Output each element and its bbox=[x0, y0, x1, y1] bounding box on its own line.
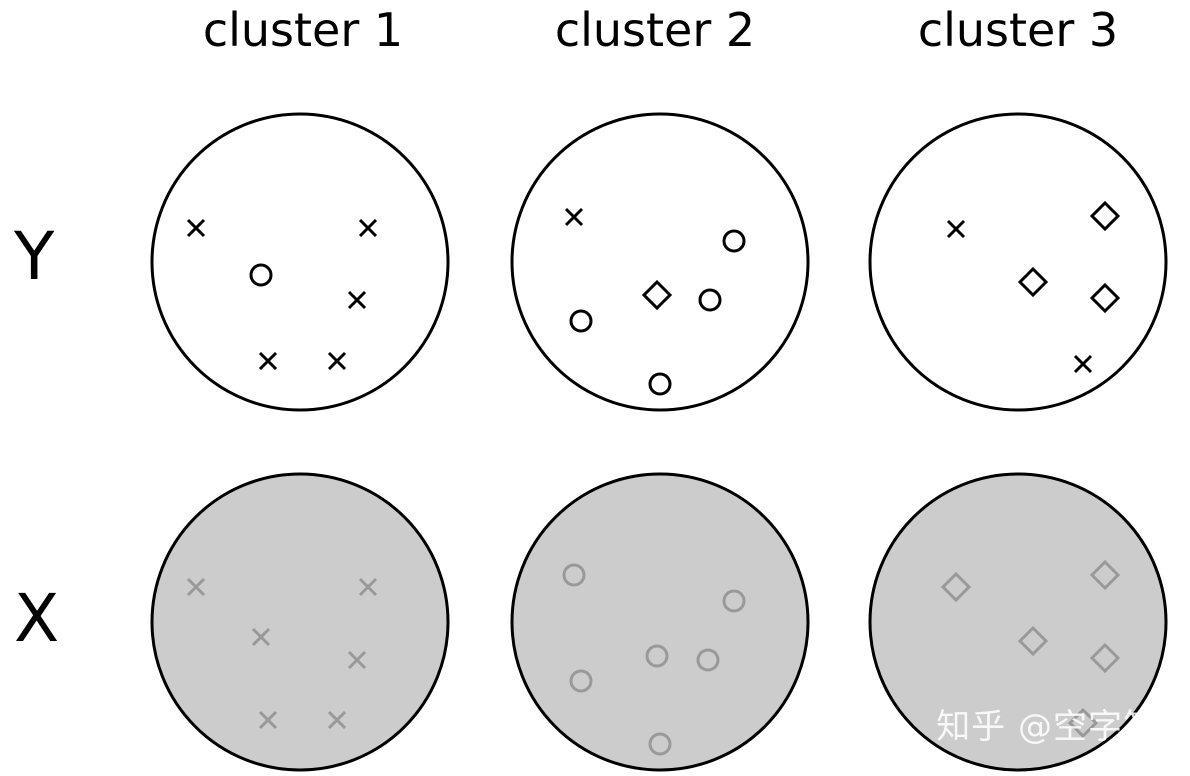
x-cluster-2-circle bbox=[510, 472, 810, 772]
y-cluster-3-diamond-marker bbox=[1017, 266, 1049, 298]
x-cluster-3-diamond-marker bbox=[1067, 707, 1099, 739]
column-label-cluster-3: cluster 3 bbox=[917, 3, 1119, 57]
y-cluster-3-diamond-marker bbox=[1089, 282, 1121, 314]
x-cluster-2-circle-marker bbox=[569, 669, 593, 693]
y-cluster-3-diamond-marker bbox=[1089, 200, 1121, 232]
x-cluster-1-cross-marker bbox=[347, 650, 367, 670]
x-cluster-2-circle-marker bbox=[648, 732, 672, 756]
y-cluster-1-cross-marker bbox=[258, 351, 278, 371]
x-cluster-2-circle-marker bbox=[645, 644, 669, 668]
y-cluster-1-cross-marker bbox=[347, 290, 367, 310]
x-cluster-1-cross-marker bbox=[186, 577, 206, 597]
x-cluster-3-circle bbox=[868, 472, 1168, 772]
x-cluster-2-circle-marker bbox=[696, 648, 720, 672]
x-cluster-1-cross-marker bbox=[358, 577, 378, 597]
y-cluster-3-cross-marker bbox=[1073, 354, 1093, 374]
y-cluster-2-circle-marker bbox=[722, 229, 746, 253]
x-cluster-1-circle bbox=[150, 472, 450, 772]
x-cluster-3-diamond-marker bbox=[940, 571, 972, 603]
x-cluster-3-diamond-marker bbox=[1089, 642, 1121, 674]
y-cluster-1-cross-marker bbox=[327, 351, 347, 371]
x-cluster-1-cross-marker bbox=[327, 710, 347, 730]
x-cluster-3-diamond-marker bbox=[1017, 625, 1049, 657]
y-cluster-1-circle bbox=[150, 112, 450, 412]
y-cluster-3-circle bbox=[868, 112, 1168, 412]
y-cluster-2-circle-marker bbox=[648, 372, 672, 396]
y-cluster-1-cross-marker bbox=[186, 218, 206, 238]
x-cluster-2-circle-marker bbox=[562, 563, 586, 587]
y-cluster-2-cross-marker bbox=[564, 207, 584, 227]
y-cluster-2-circle bbox=[510, 112, 810, 412]
y-cluster-2-diamond-marker bbox=[641, 279, 673, 311]
row-label-y: Y bbox=[14, 218, 55, 295]
y-cluster-2-circle-marker bbox=[698, 288, 722, 312]
column-label-cluster-1: cluster 1 bbox=[202, 3, 404, 57]
x-cluster-1-cross-marker bbox=[258, 710, 278, 730]
y-cluster-1-circle-marker bbox=[249, 263, 273, 287]
x-cluster-2-circle-marker bbox=[722, 589, 746, 613]
watermark-text: 知乎 @空字符 bbox=[936, 707, 1158, 747]
y-cluster-3-cross-marker bbox=[946, 219, 966, 239]
x-cluster-1-cross-marker bbox=[251, 627, 271, 647]
y-cluster-1-cross-marker bbox=[358, 218, 378, 238]
x-cluster-3-diamond-marker bbox=[1089, 559, 1121, 591]
y-cluster-2-circle-marker bbox=[569, 309, 593, 333]
row-label-x: X bbox=[14, 580, 60, 657]
column-label-cluster-2: cluster 2 bbox=[554, 3, 756, 57]
